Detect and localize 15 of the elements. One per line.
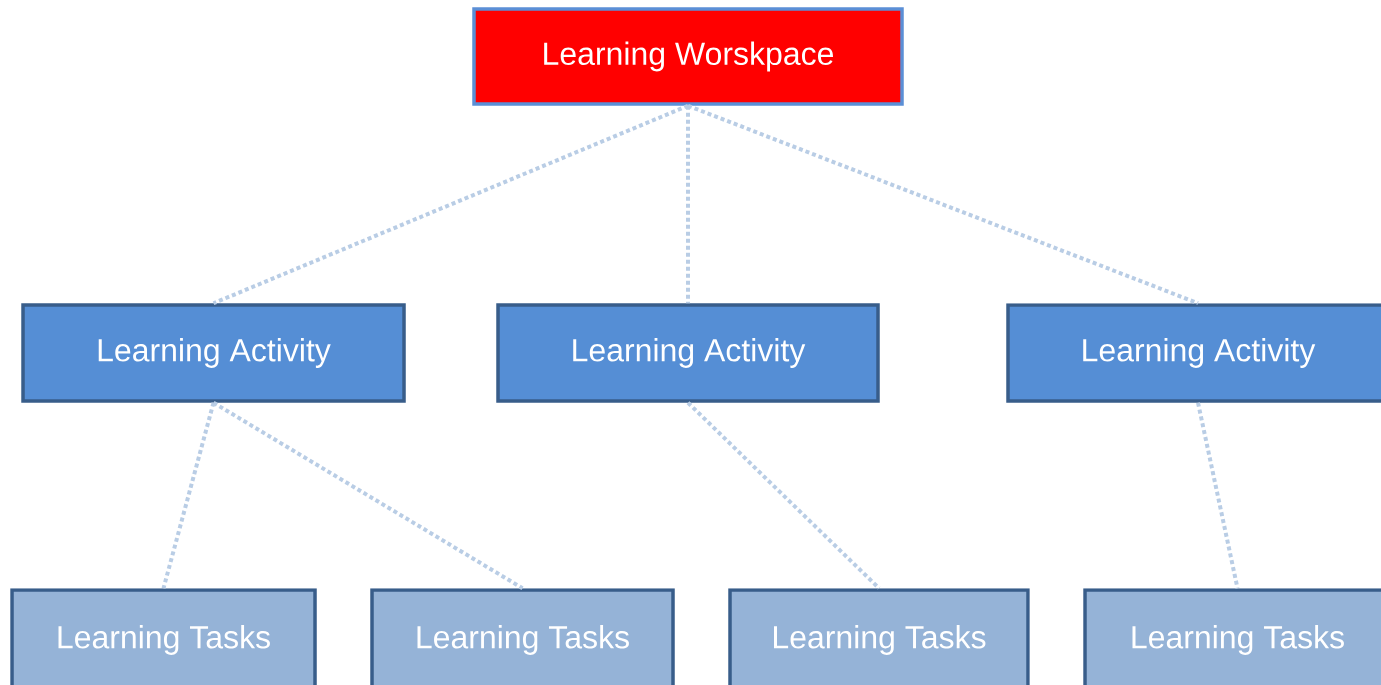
root-box: Learning Worskpace	[472, 7, 904, 106]
activity-box: Learning Activity	[496, 303, 880, 403]
activity-box: Learning Activity	[21, 303, 406, 403]
task-box: Learning Tasks	[370, 588, 675, 685]
task-box: Learning Tasks	[1083, 588, 1381, 685]
task-box: Learning Tasks	[10, 588, 317, 685]
connector-line	[1196, 402, 1240, 589]
task-box: Learning Tasks	[728, 588, 1030, 685]
activity-box: Learning Activity	[1006, 303, 1381, 403]
connector-line	[212, 103, 689, 306]
connector-line	[686, 401, 881, 590]
connector-line	[161, 402, 216, 589]
connector-line	[687, 103, 1199, 306]
connector-line	[686, 105, 690, 304]
connector-line	[212, 401, 524, 590]
